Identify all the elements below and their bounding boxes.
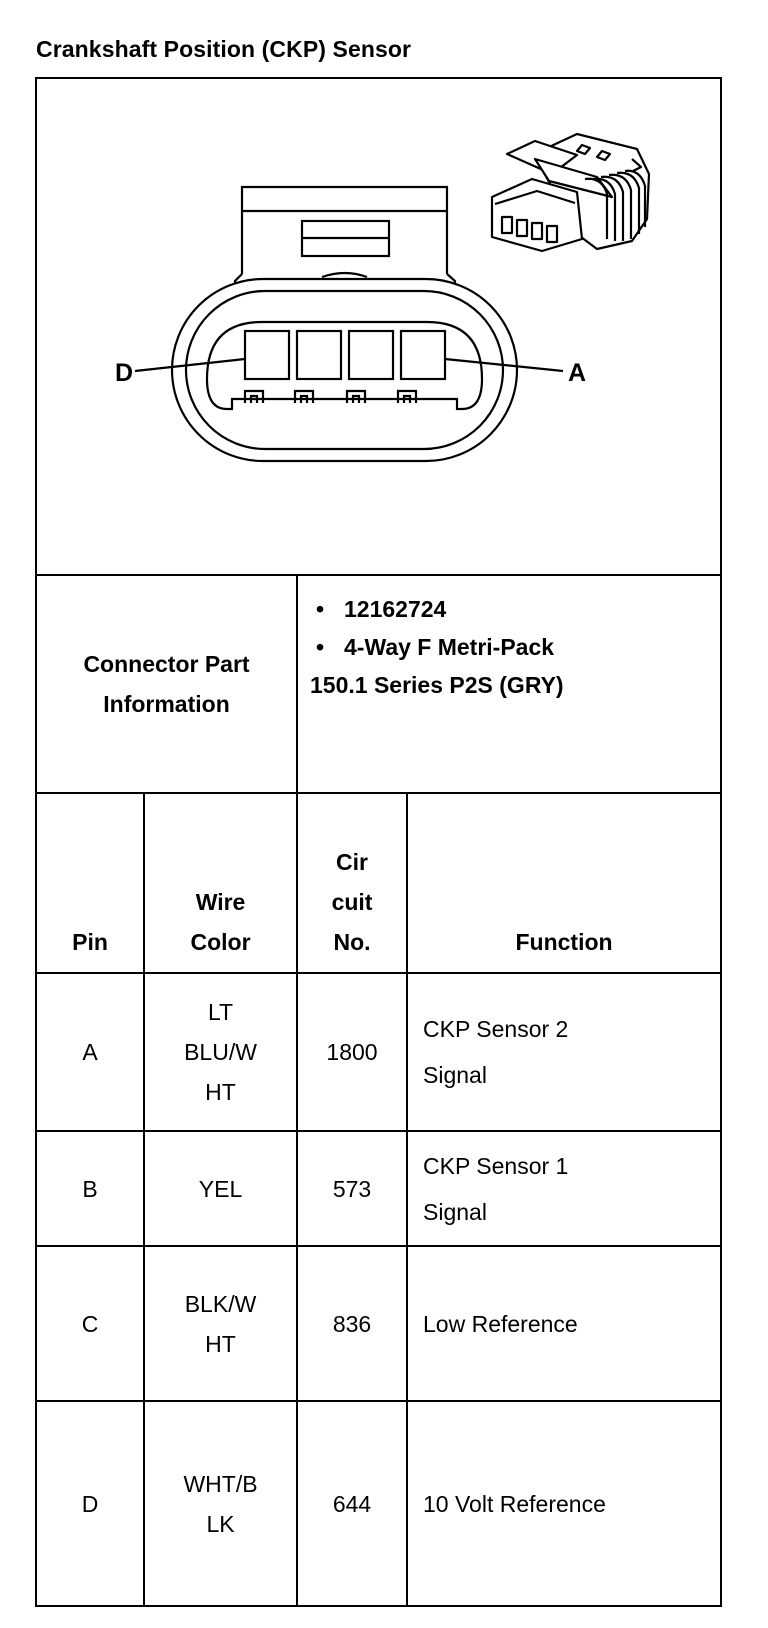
pin-d-leader-line (134, 357, 246, 373)
pin-cell: C (37, 1245, 145, 1402)
connector-info-row: Connector Part Information •12162724 •4-… (37, 574, 721, 794)
connector-face (134, 185, 564, 463)
pin-d-callout: D (115, 359, 133, 387)
wire-color-cell: BLK/W HT (142, 1245, 299, 1402)
connector-document-frame: D A Connector Part Information •12162724… (35, 77, 722, 1607)
pin-a-callout: A (568, 359, 586, 387)
page-title: Crankshaft Position (CKP) Sensor (36, 36, 412, 62)
wire-color-cell: YEL (142, 1130, 299, 1247)
header-wire-color: Wire Color (142, 792, 299, 974)
table-row: B YEL 573 CKP Sensor 1 Signal (37, 1130, 721, 1247)
pin-cell: A (37, 972, 145, 1132)
pin-a-leader-line (444, 357, 564, 373)
header-pin: Pin (37, 792, 145, 974)
header-function: Function (406, 792, 721, 974)
header-circuit-no: Cir cuit No. (296, 792, 409, 974)
circuit-cell: 573 (296, 1130, 409, 1247)
table-row: D WHT/B LK 644 10 Volt Reference (37, 1400, 721, 1606)
part-number-item: •12162724 (316, 596, 447, 622)
wire-color-cell: WHT/B LK (142, 1400, 299, 1606)
connector-isometric-view (490, 132, 651, 253)
function-cell: 10 Volt Reference (406, 1400, 721, 1606)
connector-type-item: •4-Way F Metri-Pack (316, 634, 555, 660)
pinout-table: Connector Part Information •12162724 •4-… (37, 574, 721, 1606)
pin-cell: D (37, 1400, 145, 1606)
connector-info-label: Connector Part Information (37, 574, 299, 794)
circuit-cell: 1800 (296, 972, 409, 1132)
table-row: C BLK/W HT 836 Low Reference (37, 1245, 721, 1402)
function-cell: CKP Sensor 2 Signal (406, 972, 721, 1132)
wire-color-cell: LT BLU/W HT (142, 972, 299, 1132)
connector-series-text: 150.1 Series P2S (GRY) (310, 672, 564, 698)
connector-diagram: D A (37, 79, 720, 574)
connector-info-value: •12162724 •4-Way F Metri-Pack 150.1 Seri… (296, 574, 721, 794)
circuit-cell: 836 (296, 1245, 409, 1402)
pin-cell: B (37, 1130, 145, 1247)
function-cell: CKP Sensor 1 Signal (406, 1130, 721, 1247)
table-row: A LT BLU/W HT 1800 CKP Sensor 2 Signal (37, 972, 721, 1132)
connector-face-view-diagram: D A (115, 132, 651, 463)
circuit-cell: 644 (296, 1400, 409, 1606)
function-cell: Low Reference (406, 1245, 721, 1402)
table-header-row: Pin Wire Color Cir cuit No. Function (37, 792, 721, 974)
